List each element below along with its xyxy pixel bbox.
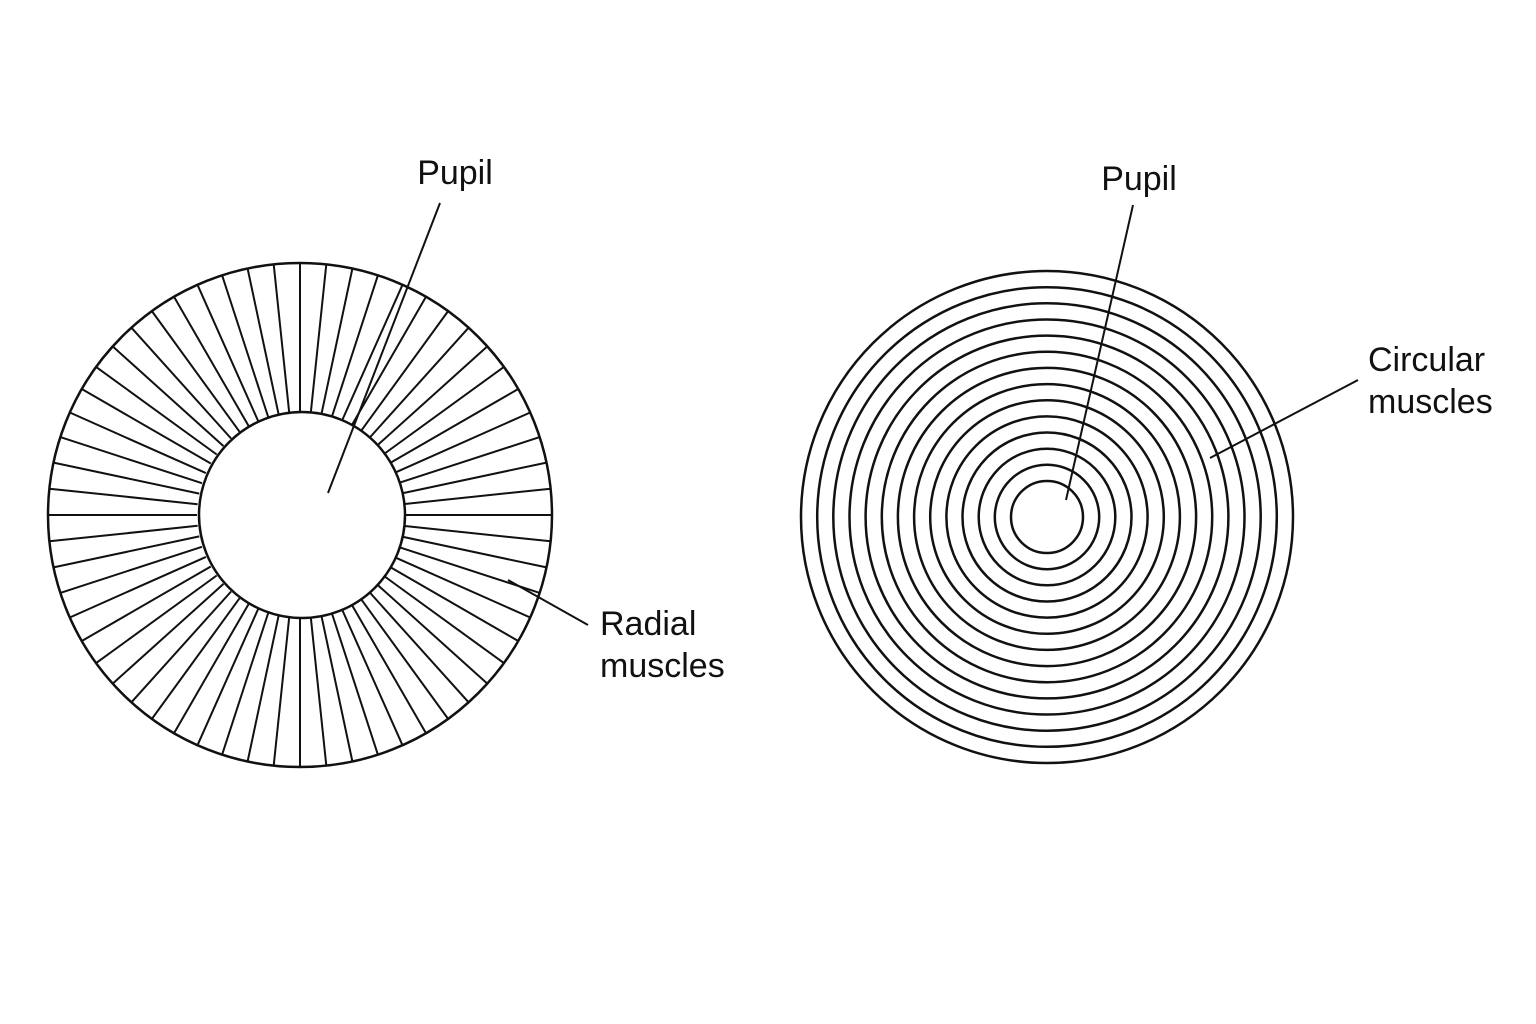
circular-fiber-ring bbox=[864, 334, 1230, 700]
circular-fiber-ring bbox=[945, 415, 1149, 619]
radial-fiber bbox=[246, 615, 280, 762]
radial-fiber bbox=[382, 574, 505, 664]
circular-fiber-ring bbox=[993, 463, 1101, 571]
radial-fiber bbox=[388, 565, 519, 642]
circular-muscles-label: Circular muscles bbox=[1368, 341, 1495, 421]
radial-fiber bbox=[393, 411, 531, 475]
radial-fiber bbox=[272, 264, 291, 413]
radial-muscles-label-line2: muscles bbox=[600, 647, 725, 685]
radial-fiber bbox=[53, 535, 200, 569]
radial-fiber bbox=[400, 535, 547, 569]
radial-muscle-fibers bbox=[48, 263, 552, 767]
circular-muscles-iris bbox=[799, 269, 1295, 765]
pupil-leader-line-left bbox=[327, 202, 441, 494]
pupil-label-left: Pupil bbox=[417, 154, 493, 192]
iris-outer-edge bbox=[46, 261, 554, 769]
radial-fiber bbox=[382, 366, 505, 456]
circular-fiber-ring bbox=[928, 398, 1166, 636]
circular-fiber-ring bbox=[880, 350, 1214, 684]
radial-muscles-label: Radial muscles bbox=[600, 605, 725, 685]
radial-fiber bbox=[130, 590, 232, 703]
radial-fiber bbox=[400, 461, 547, 495]
radial-fiber bbox=[330, 274, 379, 418]
radial-fiber bbox=[221, 612, 270, 756]
radial-fiber bbox=[196, 284, 260, 422]
radial-fiber bbox=[81, 565, 212, 642]
radial-fiber bbox=[375, 583, 488, 685]
radial-muscles-label-line1: Radial bbox=[600, 605, 696, 643]
radial-fiber bbox=[320, 615, 354, 762]
pupil-ring bbox=[1009, 479, 1085, 555]
radial-fiber bbox=[402, 487, 551, 506]
radial-fiber bbox=[340, 284, 404, 422]
radial-fiber bbox=[151, 310, 241, 433]
radial-muscles-iris bbox=[46, 261, 554, 769]
pupil-leader-line-right bbox=[1065, 204, 1134, 501]
radial-fiber bbox=[69, 411, 207, 475]
circular-muscles-label-line1: Circular bbox=[1368, 341, 1485, 379]
circular-fiber-ring bbox=[977, 447, 1117, 587]
radial-fiber bbox=[81, 388, 212, 465]
radial-fiber bbox=[130, 327, 232, 440]
radial-fiber bbox=[49, 524, 198, 543]
circular-fiber-ring bbox=[896, 366, 1198, 668]
radial-fiber bbox=[49, 487, 198, 506]
radial-fiber bbox=[330, 612, 379, 756]
radial-fiber bbox=[402, 524, 551, 543]
radial-fiber bbox=[350, 296, 427, 427]
circular-fiber-ring bbox=[815, 285, 1279, 749]
radial-fiber bbox=[309, 264, 328, 413]
radial-fiber bbox=[59, 436, 203, 485]
radial-fiber bbox=[350, 603, 427, 734]
radial-fiber bbox=[53, 461, 200, 495]
radial-muscles-leader-line bbox=[507, 579, 589, 626]
circular-fiber-ring bbox=[961, 431, 1133, 603]
circular-muscles-leader-line bbox=[1209, 379, 1359, 459]
radial-fiber bbox=[95, 366, 218, 456]
radial-fiber bbox=[397, 436, 541, 485]
radial-fiber bbox=[173, 603, 250, 734]
pupil-edge bbox=[197, 410, 407, 620]
radial-fiber bbox=[272, 617, 291, 766]
radial-fiber bbox=[309, 617, 328, 766]
circular-fiber-ring bbox=[848, 318, 1246, 716]
radial-fiber bbox=[59, 545, 203, 594]
radial-fiber bbox=[246, 268, 280, 415]
radial-fiber bbox=[368, 590, 470, 703]
radial-fiber bbox=[393, 555, 531, 619]
radial-fiber bbox=[95, 574, 218, 664]
radial-fiber bbox=[173, 296, 250, 427]
circular-muscles-label-line2: muscles bbox=[1368, 383, 1493, 421]
radial-fiber bbox=[151, 597, 241, 720]
radial-fiber bbox=[320, 268, 354, 415]
pupil-label-right: Pupil bbox=[1101, 160, 1177, 198]
radial-fiber bbox=[112, 345, 225, 447]
circular-fiber-ring bbox=[799, 269, 1295, 765]
radial-fiber bbox=[359, 597, 449, 720]
radial-fiber bbox=[340, 608, 404, 746]
radial-fiber bbox=[221, 274, 270, 418]
circular-fiber-ring bbox=[912, 382, 1182, 652]
radial-fiber bbox=[368, 327, 470, 440]
radial-fiber bbox=[375, 345, 488, 447]
radial-fiber bbox=[112, 583, 225, 685]
radial-fiber bbox=[196, 608, 260, 746]
radial-fiber bbox=[359, 310, 449, 433]
circular-fiber-ring bbox=[832, 302, 1262, 732]
radial-fiber bbox=[69, 555, 207, 619]
radial-fiber bbox=[388, 388, 519, 465]
